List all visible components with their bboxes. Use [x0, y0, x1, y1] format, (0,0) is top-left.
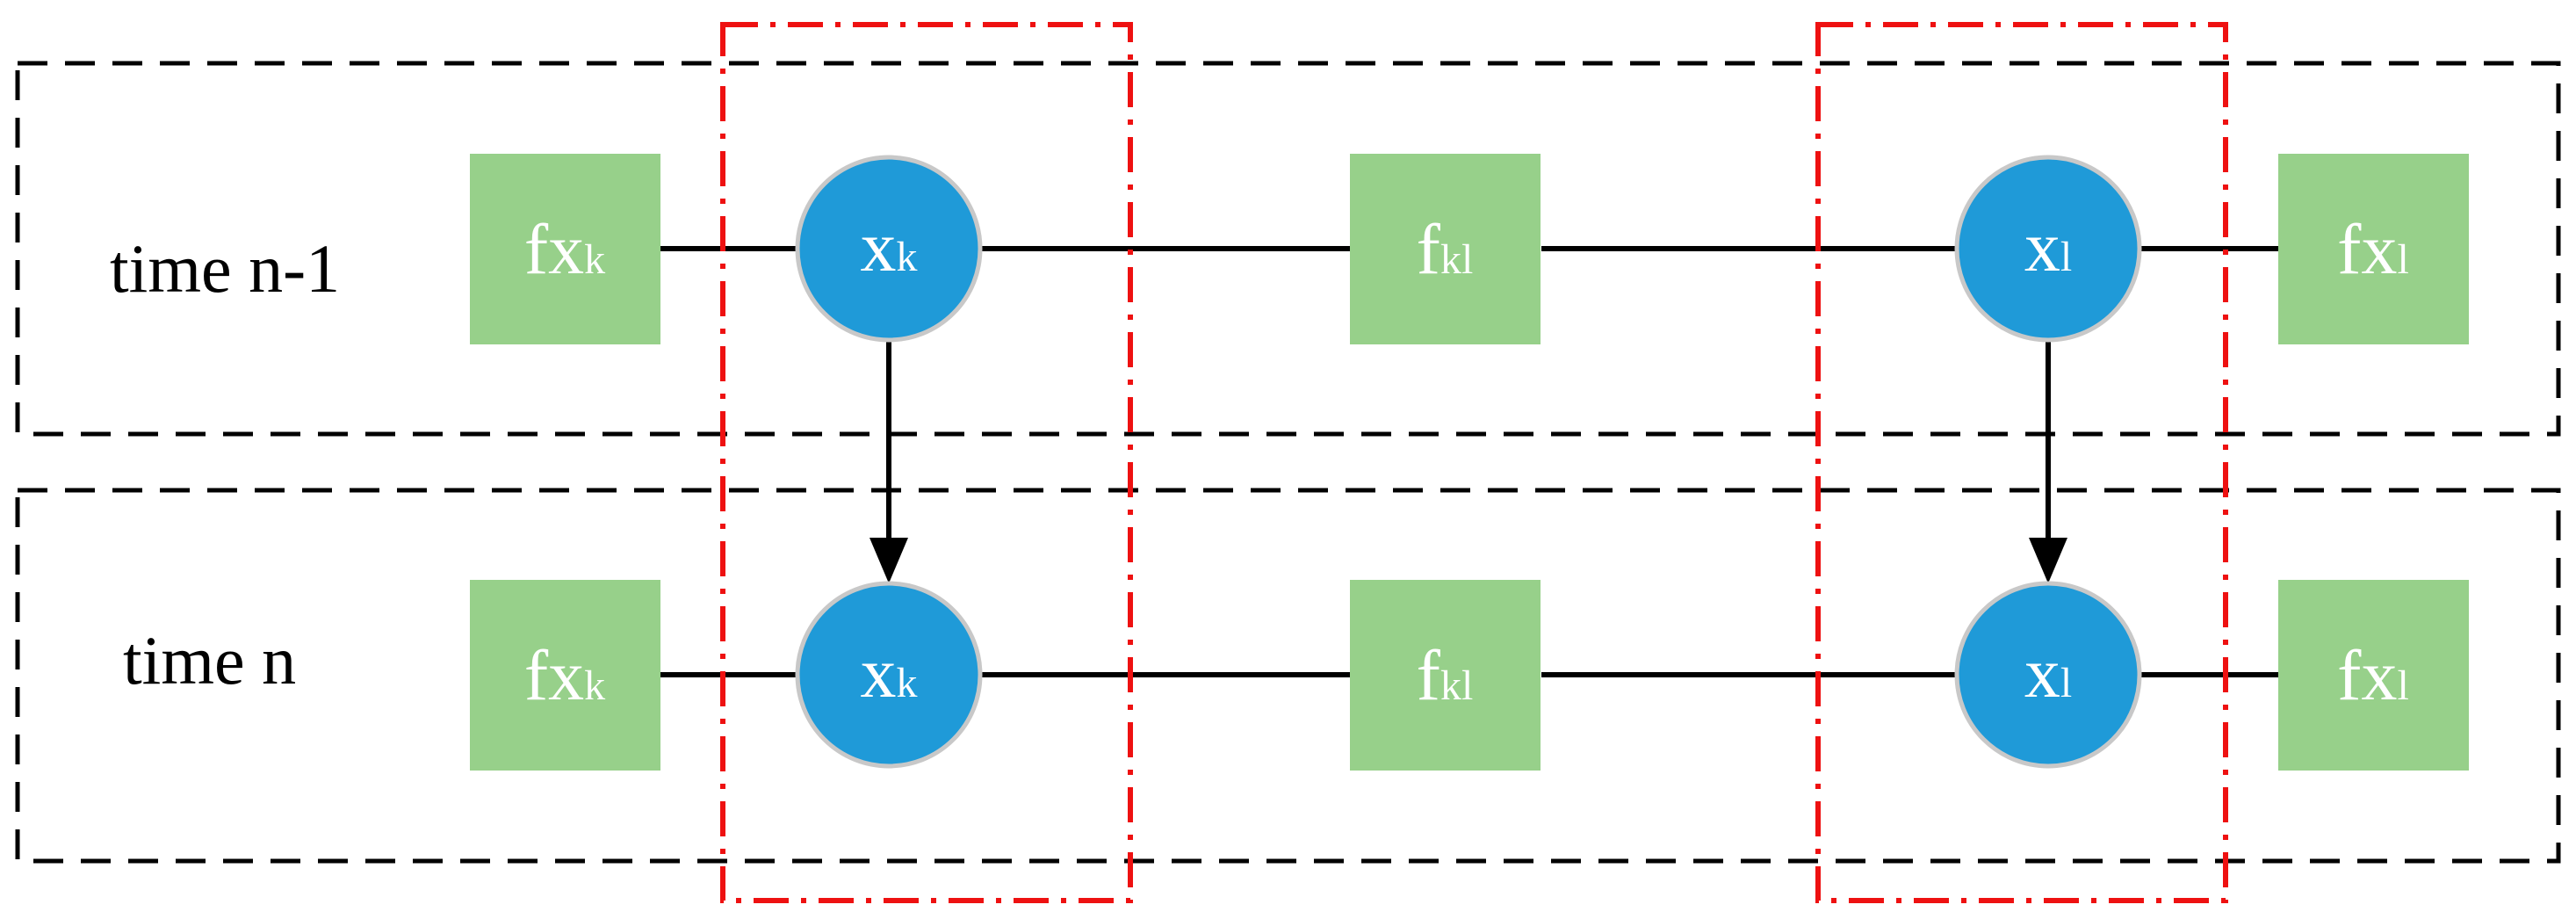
factor-node-fxl-time-n: fxl	[2278, 580, 2469, 771]
svg-text:fxk: fxk	[524, 209, 605, 289]
svg-text:fkl: fkl	[1417, 635, 1474, 715]
svg-text:xk: xk	[861, 206, 918, 286]
factor-node-fxk-time-n-1: fxk	[470, 154, 660, 344]
variable-group-frame-xl	[1815, 22, 2228, 903]
factor-node-fxl-time-n-1: fxl	[2278, 154, 2469, 344]
row-frame-time-n-1	[15, 61, 2561, 437]
svg-text:fxl: fxl	[2337, 209, 2409, 289]
variable-node-xk-time-n-1: xk	[795, 155, 983, 343]
svg-text:fkl: fkl	[1417, 209, 1474, 289]
svg-text:xl: xl	[2024, 206, 2072, 286]
row-label-time-n: time n	[123, 622, 296, 698]
temporal-arrowhead-xk	[869, 538, 908, 583]
svg-text:fxl: fxl	[2337, 635, 2409, 715]
svg-text:xk: xk	[861, 633, 918, 713]
svg-text:fxk: fxk	[524, 635, 605, 715]
row-label-time-n-1: time n-1	[110, 230, 340, 307]
variable-node-xk-time-n: xk	[795, 581, 983, 769]
factor-node-fkl-time-n: fkl	[1350, 580, 1541, 771]
temporal-arrowhead-xl	[2029, 538, 2067, 583]
svg-text:xl: xl	[2024, 633, 2072, 713]
factor-node-fxk-time-n: fxk	[470, 580, 660, 771]
variable-node-xl-time-n: xl	[1954, 581, 2142, 769]
variable-node-xl-time-n-1: xl	[1954, 155, 2142, 343]
row-frame-time-n	[15, 488, 2561, 864]
factor-node-fkl-time-n-1: fkl	[1350, 154, 1541, 344]
variable-group-frame-xk	[720, 22, 1133, 903]
